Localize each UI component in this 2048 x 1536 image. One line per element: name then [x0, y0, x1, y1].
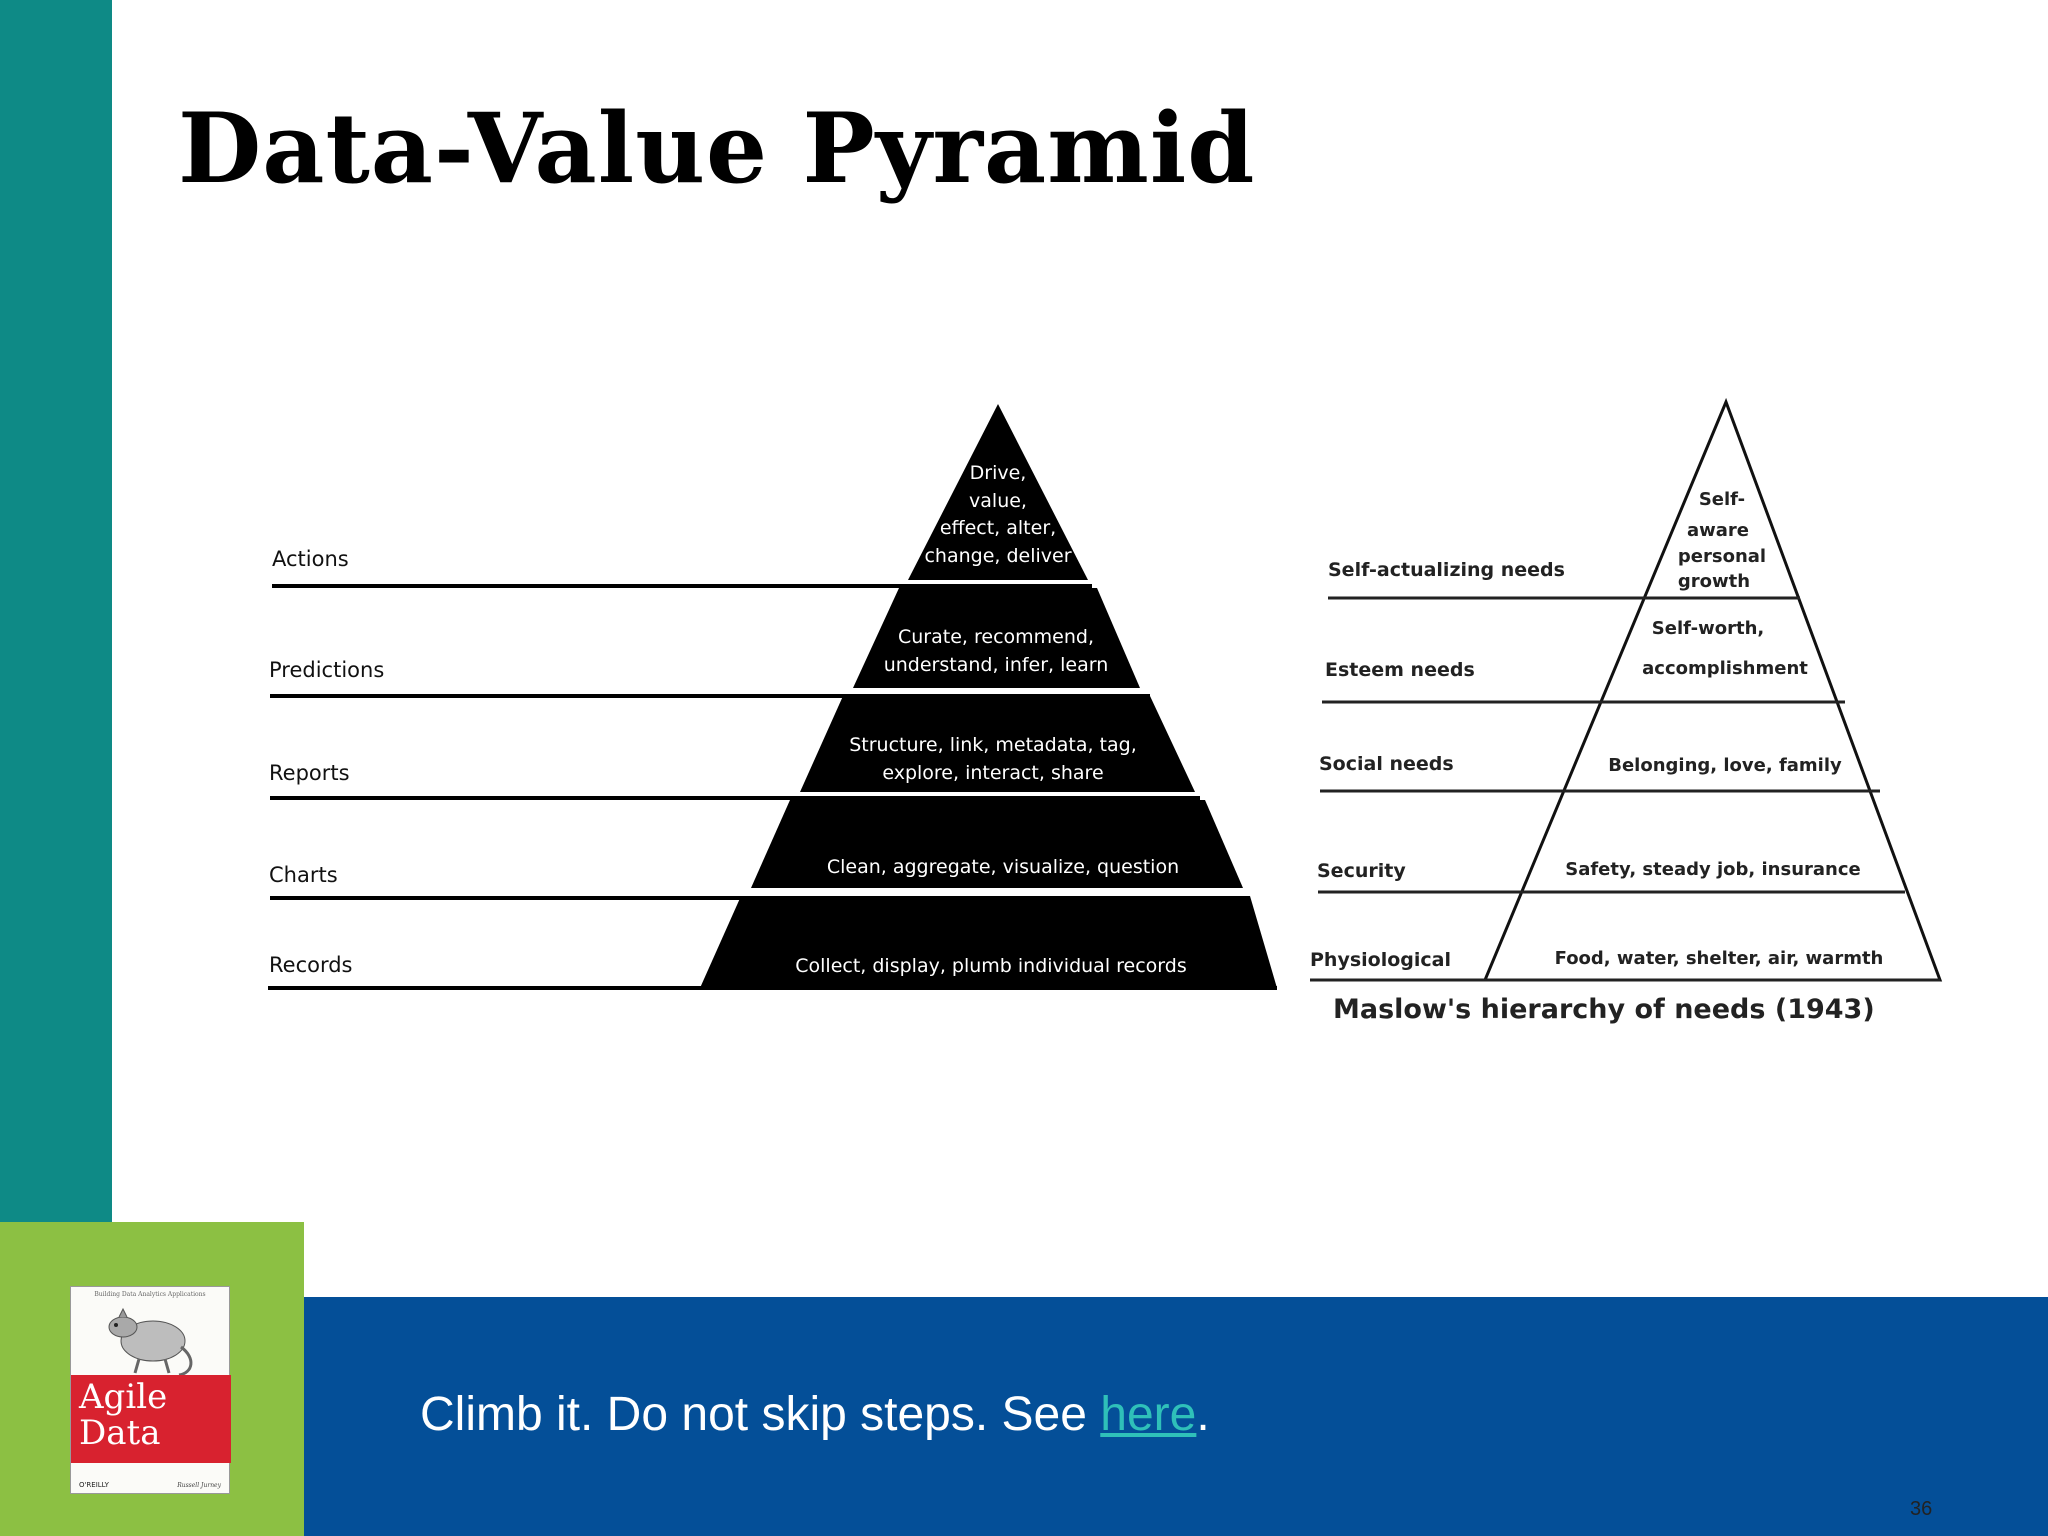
data-value-pyramid: Actions Predictions Reports Charts Recor…: [268, 404, 1277, 990]
footer-caption: Climb it. Do not skip steps. See here.: [420, 1387, 1210, 1442]
maslow-physiological-text: Food, water, shelter, air, warmth: [1555, 948, 1884, 969]
book-title-line: Data: [79, 1413, 161, 1453]
maslow-label-physiological: Physiological: [1310, 949, 1451, 971]
level-label-actions: Actions: [272, 547, 349, 571]
charts-text: Clean, aggregate, visualize, question: [827, 856, 1179, 878]
level-label-records: Records: [269, 953, 353, 977]
maslow-self-actualizing-text: Self-: [1699, 489, 1745, 510]
book-author: Russell Jurney: [177, 1482, 221, 1489]
footer-caption-text: Climb it. Do not skip steps. See: [420, 1388, 1101, 1441]
book-cover-thumbnail: Building Data Analytics Applications Agi…: [70, 1286, 231, 1494]
here-link[interactable]: here: [1100, 1388, 1197, 1441]
reports-text: Structure, link, metadata, tag,: [849, 734, 1137, 756]
maslow-esteem-text: Self-worth,: [1652, 618, 1764, 639]
actions-text: change, deliver: [924, 545, 1071, 567]
maslow-label-security: Security: [1317, 860, 1406, 882]
level-label-predictions: Predictions: [269, 658, 384, 682]
pyramid-tier-actions: [908, 404, 1088, 580]
level-label-charts: Charts: [269, 863, 338, 887]
pyramid-tier-predictions: [853, 588, 1140, 688]
maslow-pyramid: Self-actualizing needs Esteem needs Soci…: [1310, 397, 1943, 1025]
actions-text: Drive,: [970, 462, 1027, 484]
maslow-esteem-text: accomplishment: [1642, 658, 1808, 679]
maslow-self-actualizing-text: personal: [1678, 546, 1766, 567]
maslow-label-social: Social needs: [1319, 753, 1454, 775]
actions-text: effect, alter,: [940, 517, 1056, 539]
actions-text: value,: [969, 490, 1027, 512]
maslow-label-self-actualizing: Self-actualizing needs: [1328, 559, 1565, 581]
level-label-reports: Reports: [269, 761, 350, 785]
maslow-label-esteem: Esteem needs: [1325, 659, 1475, 681]
predictions-text: understand, infer, learn: [884, 654, 1109, 676]
footer-band: [304, 1297, 2048, 1536]
pyramid-tier-reports: [800, 696, 1195, 792]
maslow-security-text: Safety, steady job, insurance: [1565, 859, 1861, 880]
reports-text: explore, interact, share: [882, 762, 1103, 784]
predictions-text: Curate, recommend,: [898, 626, 1094, 648]
footer-caption-end: .: [1196, 1388, 1210, 1441]
left-teal-bar: [0, 0, 112, 1222]
slide-title: Data-Value Pyramid: [178, 92, 1256, 205]
book-subtitle: Building Data Analytics Applications: [94, 1291, 206, 1298]
maslow-self-actualizing-text: growth: [1678, 571, 1750, 592]
maslow-caption: Maslow's hierarchy of needs (1943): [1333, 994, 1875, 1025]
maslow-self-actualizing-text: aware: [1687, 520, 1749, 541]
book-publisher: O'REILLY: [79, 1481, 109, 1489]
maslow-social-text: Belonging, love, family: [1608, 755, 1842, 776]
pyramid-tier-charts: [751, 800, 1243, 888]
possum-illustration-icon: [108, 1307, 193, 1377]
page-number: 36: [1910, 1498, 1933, 1520]
book-title: Agile Data: [79, 1379, 167, 1451]
pyramid-tier-records: [700, 896, 1277, 988]
records-text: Collect, display, plumb individual recor…: [795, 955, 1187, 977]
book-title-line: Agile: [79, 1377, 168, 1417]
book-red-band: [71, 1375, 231, 1463]
